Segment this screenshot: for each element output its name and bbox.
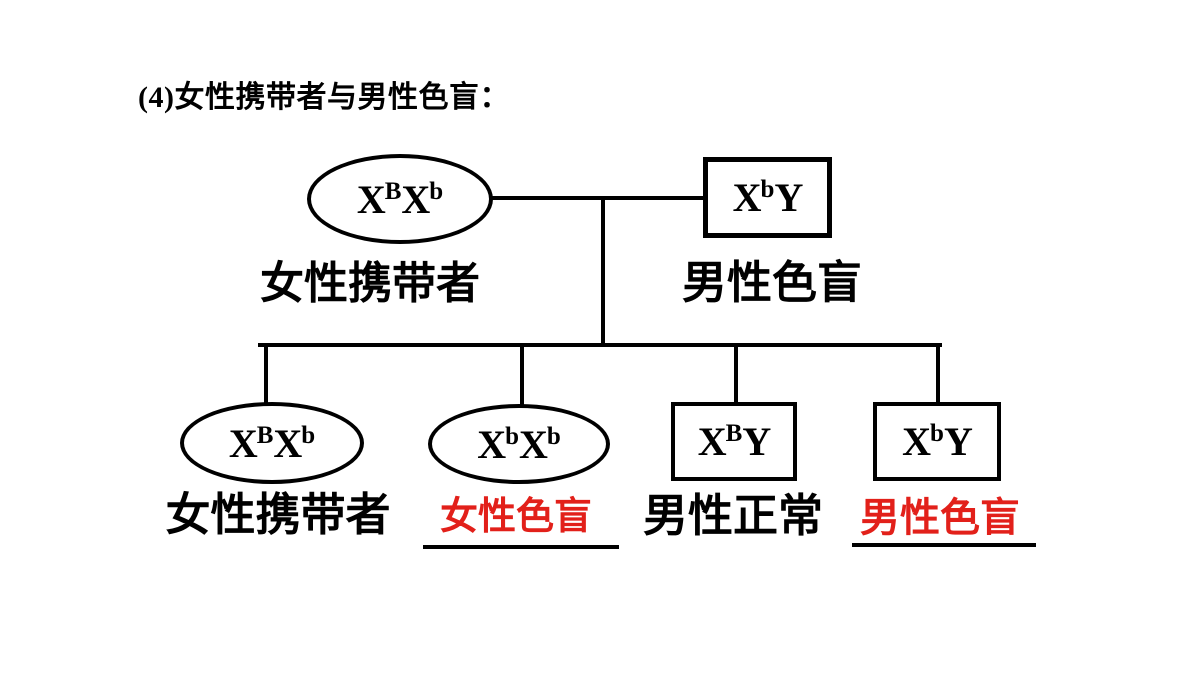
child-1-genotype: XBXb: [228, 420, 316, 466]
child-2-node: XbXb: [428, 404, 610, 484]
child-4-label: 男性色盲: [860, 495, 1020, 540]
child-3-drop-line: [734, 345, 738, 405]
child-2-blank-underline: [423, 545, 619, 549]
child-4-node: XbY: [873, 402, 1001, 481]
child-4-drop-line: [936, 345, 940, 405]
mother-label: 女性携带者: [260, 259, 480, 308]
child-2-label: 女性色盲: [439, 496, 592, 538]
father-genotype: XbY: [732, 174, 804, 220]
mother-node: XBXb: [307, 154, 493, 244]
descent-line: [601, 198, 605, 347]
child-3-label: 男性正常: [642, 491, 823, 541]
child-4-genotype: XbY: [902, 418, 973, 464]
child-1-node: XBXb: [180, 402, 364, 484]
child-2-genotype: XbXb: [477, 421, 561, 467]
section-title: (4)女性携带者与男性色盲：: [138, 81, 510, 114]
child-3-node: XBY: [671, 402, 797, 481]
child-4-blank-underline: [852, 543, 1036, 547]
father-node: XbY: [703, 157, 832, 238]
father-label: 男性色盲: [681, 258, 862, 308]
mother-genotype: XBXb: [356, 176, 444, 222]
child-3-genotype: XBY: [697, 418, 771, 464]
sibship-line: [258, 343, 942, 347]
child-1-label: 女性携带者: [165, 490, 391, 540]
couple-line: [491, 196, 705, 200]
child-1-drop-line: [264, 345, 268, 405]
child-2-drop-line: [520, 345, 524, 407]
